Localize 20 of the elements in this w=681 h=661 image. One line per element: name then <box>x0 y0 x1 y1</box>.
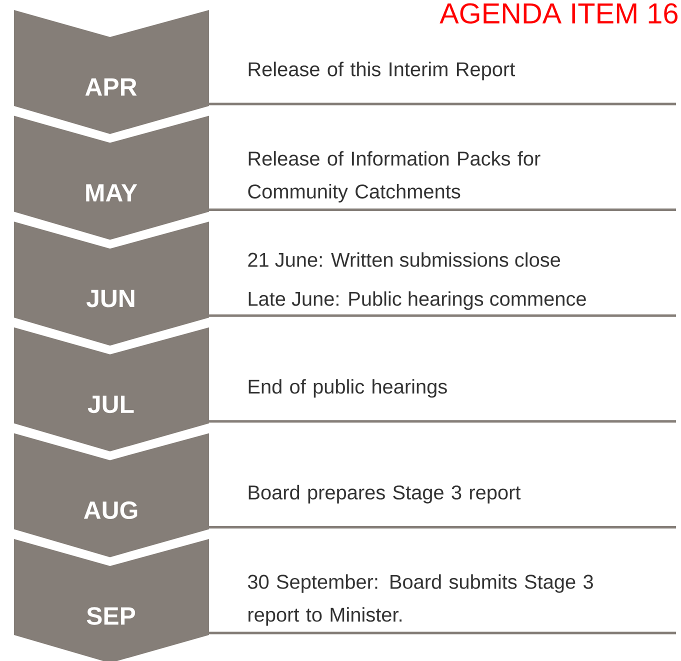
node-label: SEP <box>86 607 136 625</box>
event-text: Release of this Interim Report <box>248 62 515 80</box>
month-band: MAY <box>14 116 209 240</box>
event-text: 30 September: Board submits Stage 3 report to Minister. <box>248 574 593 626</box>
node-label: JUN <box>86 290 134 308</box>
month-band: JUL <box>14 327 209 452</box>
node-label: AUG <box>84 501 138 520</box>
node-label: APR <box>85 78 137 96</box>
month-band: SEP <box>14 539 209 661</box>
month-band: APR <box>14 10 209 134</box>
event-text: 21 June: Written submissions close <box>248 252 560 267</box>
month-band: AUG <box>14 433 209 558</box>
node-label: MAY <box>86 184 138 202</box>
event-text: End of public hearings <box>248 379 447 398</box>
event-text: Board prepares Stage 3 report <box>248 484 521 504</box>
event-text: Late June: Public hearings commence <box>248 291 586 310</box>
event-text: Release of Information Packs for Community Catchments <box>248 151 540 203</box>
month-band: JUN <box>14 222 209 346</box>
heading: AGENDA ITEM 16 <box>440 3 678 24</box>
node-label: JUL <box>88 396 134 414</box>
